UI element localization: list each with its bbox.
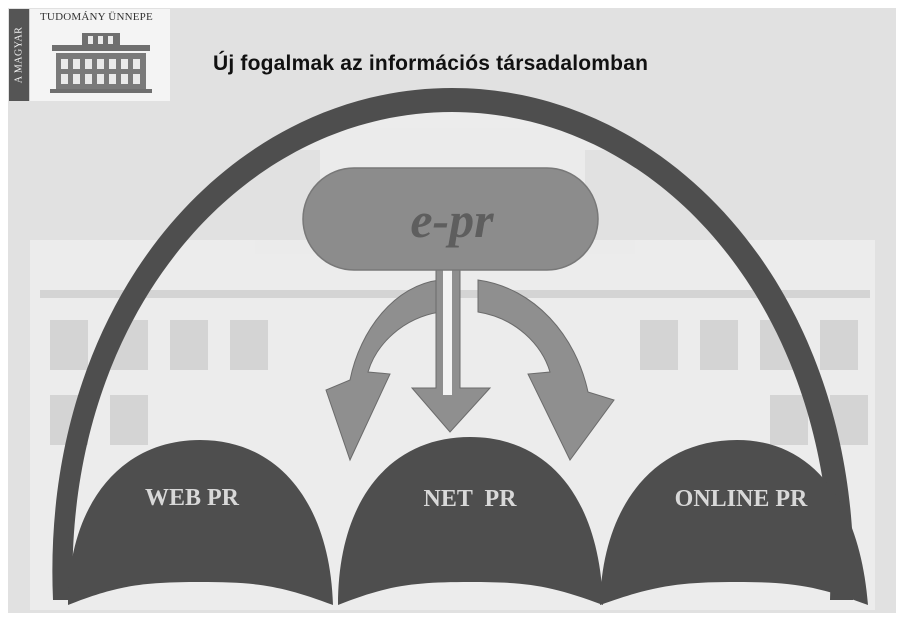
- web-pr-dome: [68, 440, 333, 605]
- page-title: Új fogalmak az információs társadalomban: [213, 52, 649, 75]
- node-label-web-pr: WEB PR: [145, 485, 240, 511]
- event-logo: A MAGYAR TUDOMÁNY ÜNNEPE: [9, 9, 170, 101]
- logo-vertical-text: A MAGYAR: [13, 26, 25, 84]
- arrow-left: [325, 279, 441, 462]
- node-label-online-pr: ONLINE PR: [675, 486, 808, 512]
- node-label-net-pr: NET PR: [424, 486, 518, 512]
- net-pr-dome: [338, 437, 603, 605]
- online-pr-dome: [600, 440, 868, 605]
- arrow-right: [477, 279, 615, 461]
- logo-box: TUDOMÁNY ÜNNEPE: [29, 9, 170, 101]
- building-icon: [50, 33, 152, 93]
- logo-vertical-band: A MAGYAR: [9, 9, 29, 101]
- logo-top-text: TUDOMÁNY ÜNNEPE: [40, 11, 153, 23]
- center-label: e-pr: [410, 192, 494, 248]
- center-pill: [302, 167, 599, 271]
- arrow-center-highlight: [443, 270, 452, 395]
